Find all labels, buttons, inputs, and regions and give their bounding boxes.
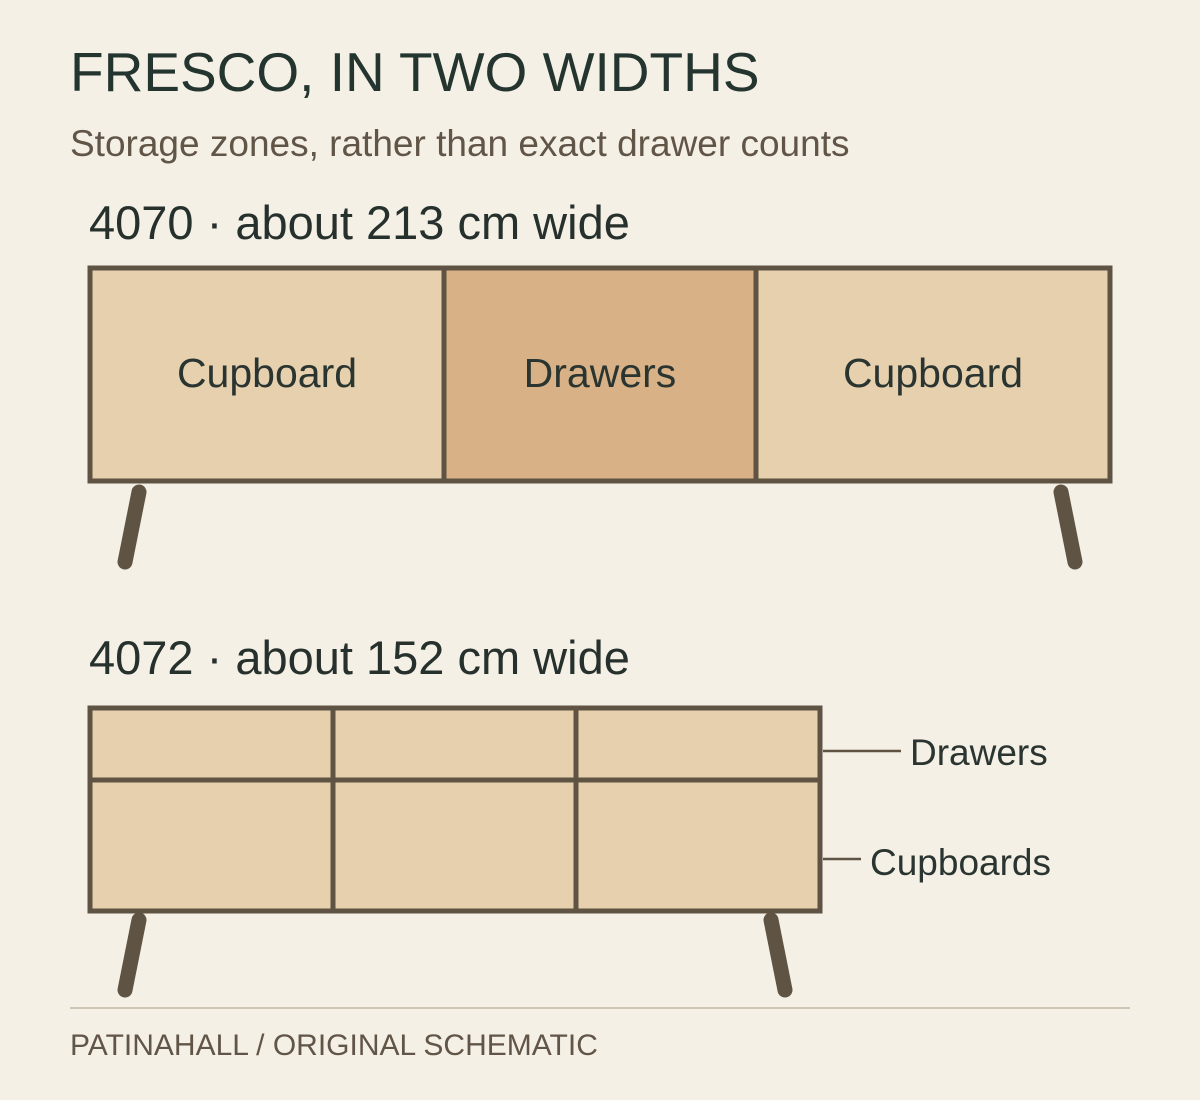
diagram-title: FRESCO, IN TWO WIDTHS [70,41,760,103]
zone-label-cupboard-left: Cupboard [177,350,357,396]
diagram-subtitle: Storage zones, rather than exact drawer … [70,123,850,164]
callout-cupboards: Cupboards [870,842,1051,883]
leg-left-4070 [117,484,147,570]
zone-label-drawers: Drawers [524,350,677,396]
source-credit: PATINAHALL / ORIGINAL SCHEMATIC [70,1029,598,1062]
footer-divider [70,1007,1130,1009]
sideboard-4072: Drawers Cupboards [87,705,1051,998]
leg-right-4070 [1053,484,1083,570]
cabinet-body-4072 [90,708,820,911]
cabinet-frame-4070 [87,265,1113,484]
model-4072-label: 4072 · about 152 cm wide [89,631,630,684]
leg-left-4072 [117,912,147,998]
leg-right-4072 [763,912,793,998]
callout-drawers: Drawers [910,732,1048,773]
zone-drawers-center [444,268,756,481]
model-4070-label: 4070 · about 213 cm wide [89,196,630,249]
zone-label-cupboard-right: Cupboard [843,350,1023,396]
sideboard-4070: Cupboard Drawers Cupboard [87,265,1113,570]
cabinet-frame-4072 [87,705,823,914]
zone-cupboard-left [90,268,444,481]
zone-cupboard-right [756,268,1110,481]
